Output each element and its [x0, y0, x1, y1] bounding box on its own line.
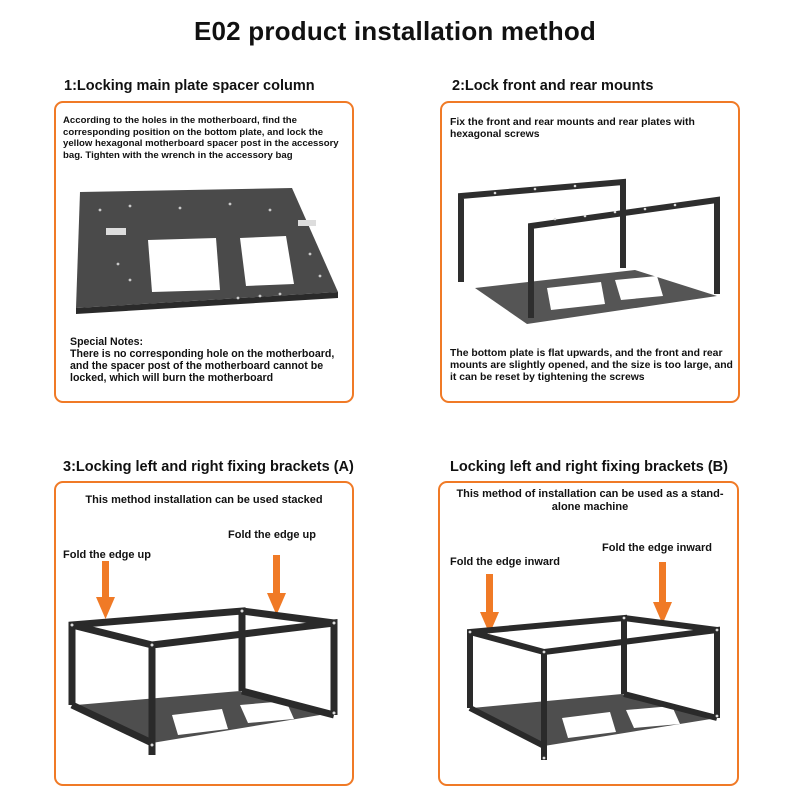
special-notes-heading: Special Notes: — [70, 336, 144, 348]
bracket-b-frame-image — [467, 614, 720, 760]
section-1-description: According to the holes in the motherboar… — [63, 115, 339, 161]
section-1-heading: 1:Locking main plate spacer column — [64, 78, 315, 94]
section-4-label-right: Fold the edge inward — [602, 542, 713, 554]
section-2-footer: The bottom plate is flat upwards, and th… — [450, 348, 733, 383]
section-2-heading: 2:Lock front and rear mounts — [452, 78, 654, 94]
section-3-heading: 3:Locking left and right fixing brackets… — [63, 459, 354, 475]
special-notes-text: There is no corresponding hole on the mo… — [70, 348, 335, 384]
orange-arrow-icon — [480, 562, 672, 634]
bracket-a-frame-image — [68, 607, 338, 755]
bottom-plate-image — [76, 188, 338, 314]
section-2-panel — [440, 101, 740, 403]
section-2-description: Fix the front and rear mounts and rear p… — [450, 117, 695, 140]
section-4-caption: This method of installation can be used … — [456, 488, 724, 513]
section-3-label-left: Fold the edge up — [63, 549, 151, 561]
front-rear-mounts-image — [458, 178, 720, 324]
section-4-heading: Locking left and right fixing brackets (… — [450, 459, 728, 475]
page-title: E02 product installation method — [193, 16, 596, 46]
orange-arrow-icon — [96, 555, 286, 619]
section-3-caption: This method installation can be used sta… — [85, 494, 323, 506]
section-3-label-right: Fold the edge up — [228, 529, 316, 541]
section-4-label-left: Fold the edge inward — [450, 556, 561, 568]
